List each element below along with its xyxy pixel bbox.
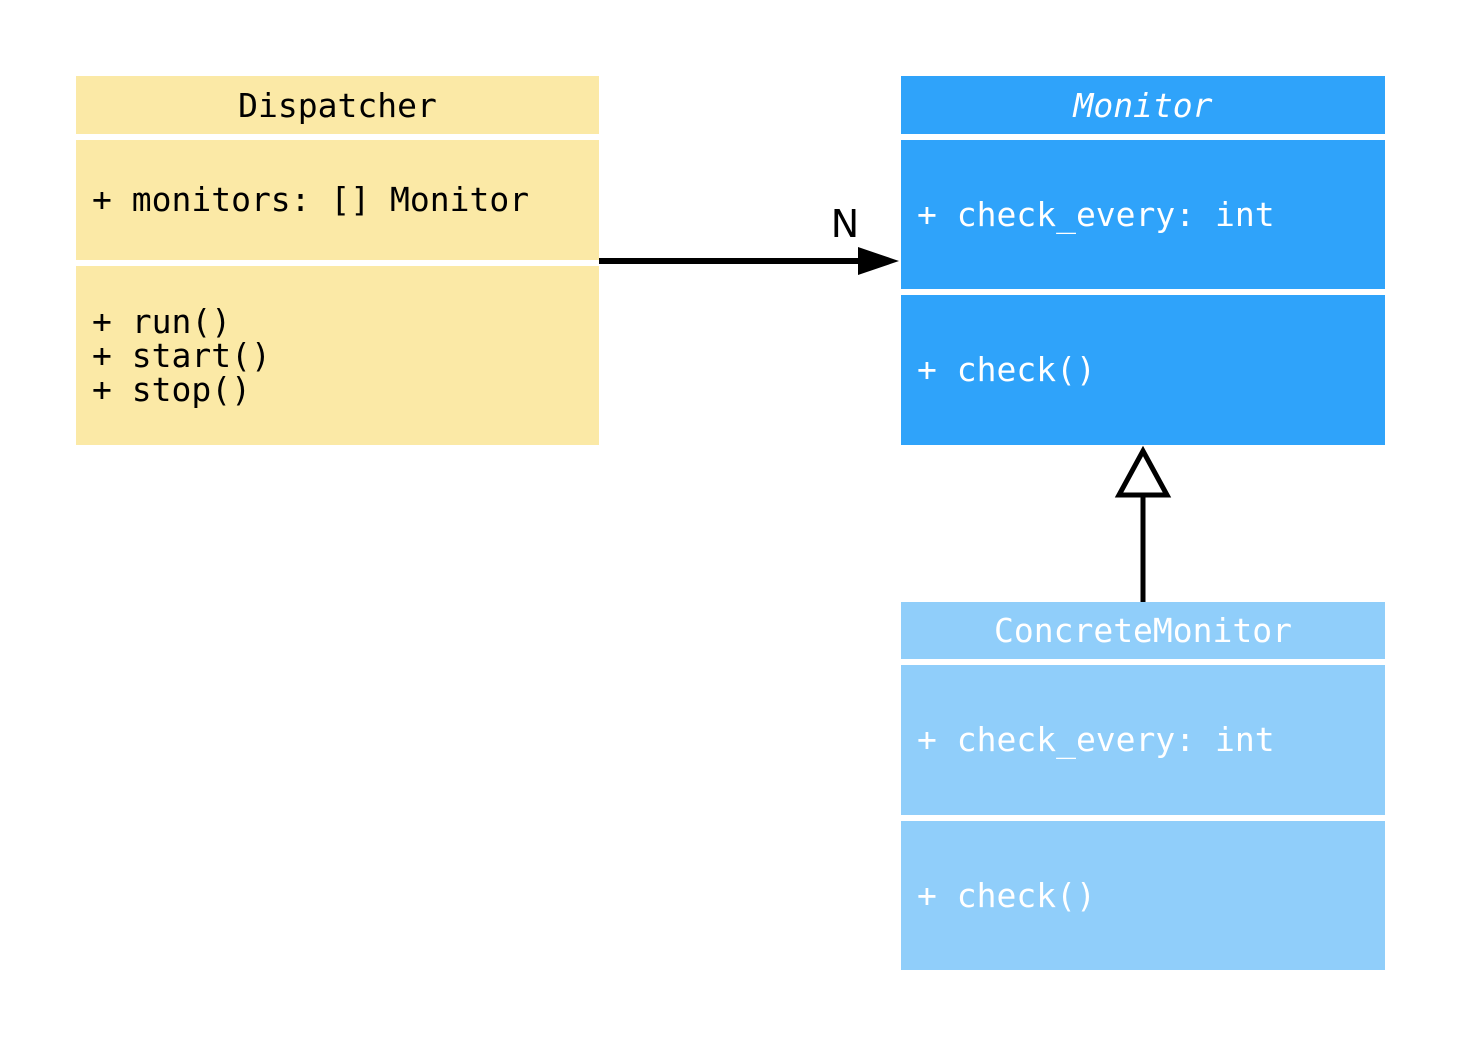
concrete-monitor-attribute: + check_every: int xyxy=(917,720,1275,759)
dispatcher-attributes-compartment: + monitors: [] Monitor xyxy=(76,140,599,260)
monitor-class-name: Monitor xyxy=(1073,85,1213,125)
dispatcher-method: + stop() xyxy=(92,369,251,409)
association-arrowhead-icon xyxy=(858,247,899,275)
concrete-monitor-method: + check() xyxy=(917,875,1096,915)
concrete-monitor-title-compartment: ConcreteMonitor xyxy=(901,602,1385,659)
monitor-method: + check() xyxy=(917,350,1096,389)
monitor-methods-compartment: + check() xyxy=(901,295,1385,445)
class-monitor: Monitor + check_every: int + check() xyxy=(901,76,1385,445)
monitor-title-compartment: Monitor xyxy=(901,76,1385,134)
dispatcher-method: + start() xyxy=(92,335,271,375)
monitor-attributes-compartment: + check_every: int xyxy=(901,140,1385,289)
inheritance-triangle-icon xyxy=(1114,445,1172,498)
dispatcher-methods-compartment: + run() + start() + stop() xyxy=(76,266,599,445)
class-concrete-monitor: ConcreteMonitor + check_every: int + che… xyxy=(901,602,1385,970)
class-dispatcher: Dispatcher + monitors: [] Monitor + run(… xyxy=(76,76,599,445)
inheritance-arrow xyxy=(1114,445,1172,602)
dispatcher-class-name: Dispatcher xyxy=(238,85,437,125)
concrete-monitor-methods-compartment: + check() xyxy=(901,821,1385,970)
dispatcher-attribute: + monitors: [] Monitor xyxy=(92,180,530,219)
concrete-monitor-class-name: ConcreteMonitor xyxy=(993,611,1292,650)
association-multiplicity-label: N xyxy=(830,202,860,246)
monitor-attribute: + check_every: int xyxy=(917,194,1275,234)
dispatcher-method: + run() xyxy=(92,301,232,341)
association-arrow xyxy=(599,247,899,275)
dispatcher-title-compartment: Dispatcher xyxy=(76,76,599,134)
concrete-monitor-attributes-compartment: + check_every: int xyxy=(901,665,1385,815)
